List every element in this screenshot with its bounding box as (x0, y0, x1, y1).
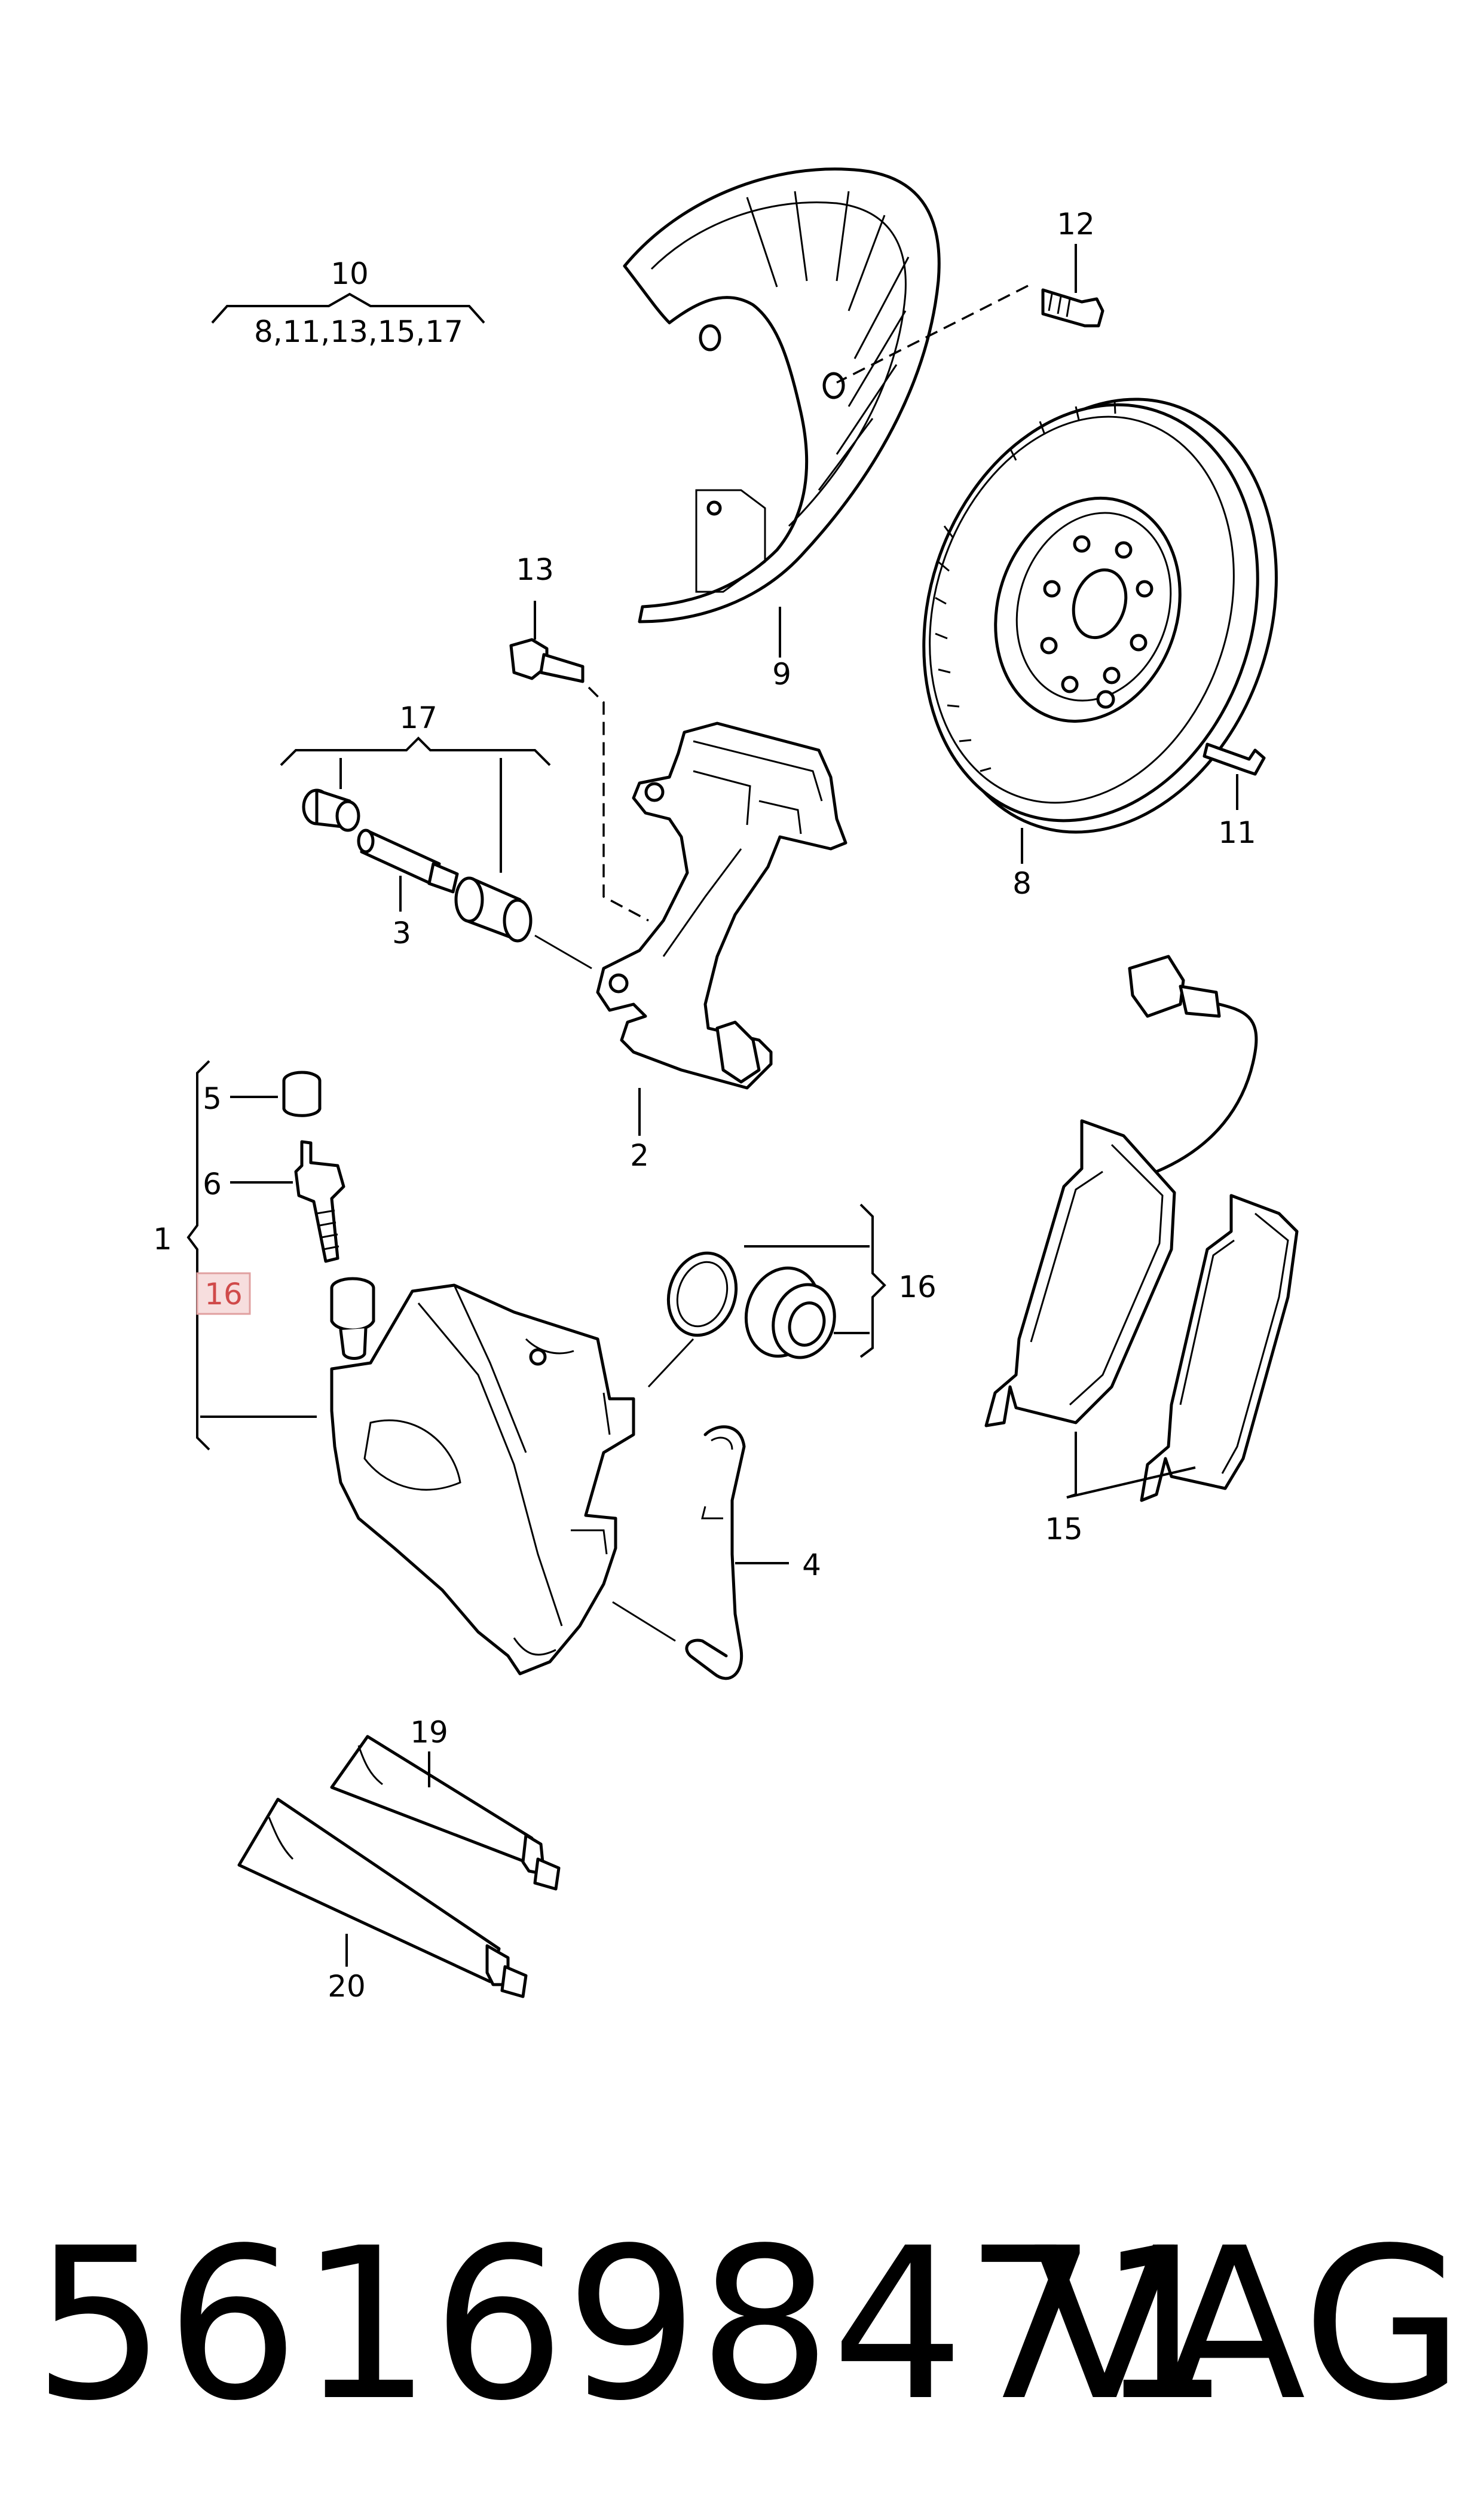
label-5[interactable]: 5 (203, 1081, 222, 1116)
label-13[interactable]: 13 (516, 552, 554, 587)
part-17-sleeve[interactable] (454, 876, 533, 943)
part-15-wear-sensor[interactable] (1128, 955, 1258, 1173)
part-15-brake-pad-inner[interactable] (984, 1119, 1176, 1427)
group-10-callout: 10 8,11,13,15,17 (211, 256, 485, 349)
part-5-bleed-cap[interactable] (282, 1071, 322, 1117)
part-1-brake-caliper[interactable] (330, 1283, 635, 1676)
part-4-retaining-spring[interactable] (685, 1425, 746, 1680)
part-8-brake-disc[interactable] (872, 354, 1330, 877)
label-16[interactable]: 16 (898, 1270, 937, 1304)
label-15[interactable]: 15 (1045, 1512, 1083, 1546)
part-13-bolt[interactable] (509, 638, 585, 683)
label-11[interactable]: 11 (1218, 815, 1256, 850)
part-caliper-dust-cap[interactable] (330, 1277, 375, 1360)
label-3[interactable]: 3 (392, 916, 411, 950)
label-4[interactable]: 4 (802, 1548, 821, 1582)
part-2-caliper-carrier[interactable] (596, 722, 847, 1090)
group-17-callout: 17 (280, 701, 551, 873)
part-20-grease-tube[interactable] (237, 1797, 528, 1998)
label-12[interactable]: 12 (1057, 207, 1095, 241)
label-2[interactable]: 2 (630, 1138, 649, 1173)
part-15-brake-pad-outer[interactable] (1140, 1194, 1299, 1502)
label-10-sub: 8,11,13,15,17 (254, 314, 463, 349)
label-10[interactable]: 10 (331, 256, 369, 291)
part-number: 561698471 (33, 2203, 1231, 2447)
highlighted-callout-16[interactable]: 16 (196, 1272, 251, 1315)
label-6[interactable]: 6 (203, 1167, 222, 1202)
label-16-highlight: 16 (204, 1277, 243, 1312)
part-6-bleed-screw[interactable] (294, 1140, 345, 1263)
group-16-callout: 16 (744, 1203, 937, 1358)
group-1-callout: 1 (153, 1060, 317, 1451)
part-19-grease-tube[interactable] (330, 1735, 561, 1891)
label-9[interactable]: 9 (772, 657, 791, 692)
brand-name: VAG (1033, 2203, 1464, 2447)
label-20[interactable]: 20 (328, 1969, 366, 2004)
part-17-cap[interactable] (302, 788, 360, 832)
part-16-dust-boot[interactable] (735, 1258, 844, 1366)
part-3-guide-pin[interactable] (357, 829, 459, 894)
part-11-screw[interactable] (1203, 742, 1266, 776)
part-12-bolt[interactable] (1041, 288, 1104, 328)
label-19[interactable]: 19 (410, 1715, 448, 1750)
label-17[interactable]: 17 (399, 701, 437, 735)
label-8[interactable]: 8 (1012, 866, 1032, 901)
part-16-piston-seal[interactable] (658, 1244, 746, 1344)
label-1[interactable]: 1 (153, 1222, 172, 1257)
part-9-splash-shield[interactable] (623, 167, 941, 623)
